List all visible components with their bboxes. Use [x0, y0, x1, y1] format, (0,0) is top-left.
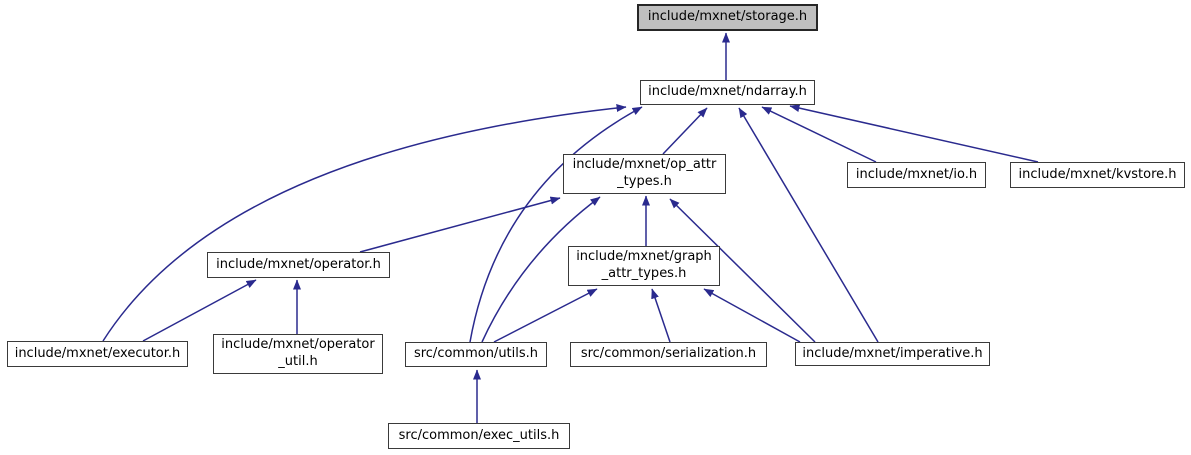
- node-label: include/mxnet/operator: [221, 337, 375, 353]
- node-operator[interactable]: include/mxnet/operator.h: [207, 252, 390, 278]
- edge-utils-to-ndarray: [469, 106, 643, 343]
- node-label: src/common/serialization.h: [580, 346, 757, 362]
- edges-group: [102, 32, 1039, 423]
- node-label: include/mxnet/operator.h: [216, 256, 381, 272]
- edge-op-attr-types-to-ndarray: [662, 107, 708, 155]
- edge-operator-to-op-attr-types: [359, 196, 561, 253]
- node-label: _types.h: [617, 174, 672, 189]
- edge-io-to-ndarray: [761, 106, 877, 163]
- edge-imperative-to-ndarray: [738, 107, 879, 343]
- node-graph-attr-types[interactable]: include/mxnet/graph_attr_types.h: [568, 246, 720, 286]
- node-label: include/mxnet/kvstore.h: [1018, 166, 1177, 182]
- node-io[interactable]: include/mxnet/io.h: [847, 162, 986, 188]
- node-label: include/mxnet/storage.h: [647, 9, 808, 25]
- node-label: include/mxnet/op_attr: [572, 157, 717, 173]
- node-op-attr-types[interactable]: include/mxnet/op_attr_types.h: [563, 154, 726, 194]
- node-label: include/mxnet/graph: [576, 249, 712, 265]
- edge-executor-to-ndarray: [102, 104, 627, 342]
- edge-serialization-to-graph-attr-types: [651, 288, 671, 343]
- node-label: include/mxnet/imperative.h: [802, 345, 983, 361]
- node-kvstore[interactable]: include/mxnet/kvstore.h: [1010, 162, 1185, 188]
- node-label: _attr_types.h: [601, 266, 687, 281]
- node-imperative[interactable]: include/mxnet/imperative.h: [795, 342, 990, 366]
- edge-imperative-to-op-attr-types: [669, 198, 816, 343]
- node-storage[interactable]: include/mxnet/storage.h: [637, 4, 818, 31]
- edge-kvstore-to-ndarray: [789, 104, 1039, 163]
- node-label: src/common/utils.h: [413, 346, 539, 362]
- node-label: include/mxnet/ndarray.h: [648, 84, 807, 100]
- edge-utils-to-op-attr-types: [481, 196, 601, 343]
- edge-executor-to-operator: [142, 279, 257, 342]
- node-serialization[interactable]: src/common/serialization.h: [570, 342, 767, 367]
- node-label: include/mxnet/executor.h: [14, 345, 181, 361]
- node-executor[interactable]: include/mxnet/executor.h: [7, 341, 188, 367]
- edge-imperative-to-graph-attr-types: [703, 288, 801, 343]
- node-label: src/common/exec_utils.h: [398, 427, 560, 443]
- node-label: _util.h: [278, 354, 318, 369]
- node-ndarray[interactable]: include/mxnet/ndarray.h: [640, 80, 815, 105]
- node-exec-utils[interactable]: src/common/exec_utils.h: [388, 423, 570, 449]
- node-operator-util[interactable]: include/mxnet/operator_util.h: [213, 334, 383, 374]
- node-utils[interactable]: src/common/utils.h: [405, 342, 547, 367]
- node-label: include/mxnet/io.h: [855, 166, 978, 182]
- edge-utils-to-graph-attr-types: [493, 288, 598, 343]
